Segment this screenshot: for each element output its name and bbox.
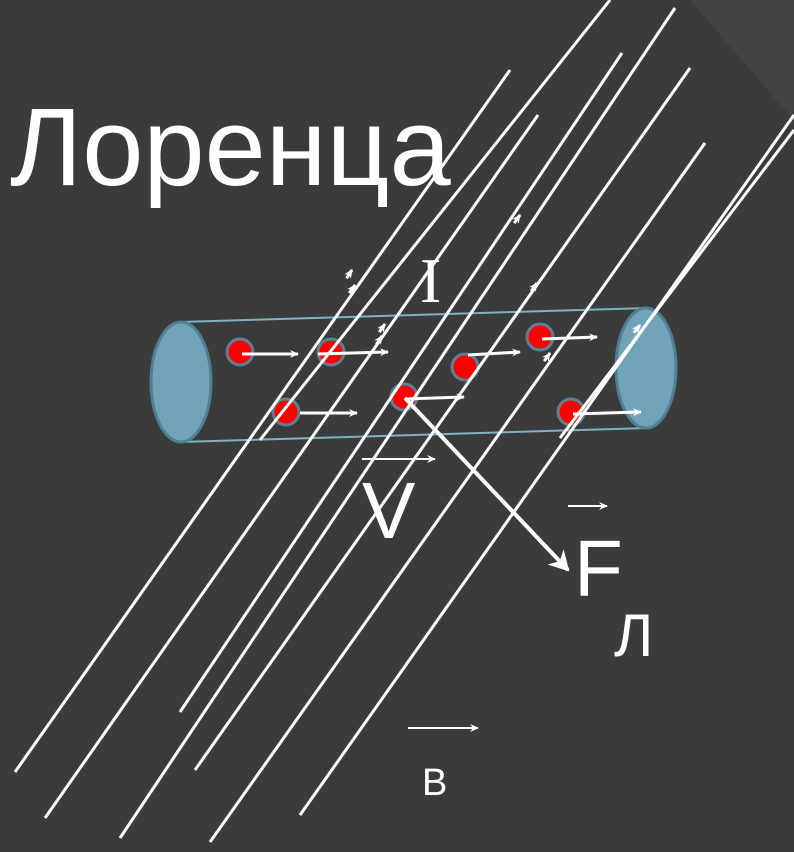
charge bbox=[271, 397, 301, 427]
velocity-arrow bbox=[317, 348, 389, 357]
field-line bbox=[178, 52, 624, 713]
field-line bbox=[558, 129, 794, 439]
field-label: B bbox=[422, 762, 447, 804]
conductor-left-end bbox=[149, 320, 213, 444]
velocity-arrow bbox=[404, 393, 465, 402]
conductor bbox=[149, 307, 648, 444]
field-line-arrow bbox=[377, 323, 387, 334]
velocity-arrow bbox=[467, 348, 521, 357]
field-line bbox=[298, 114, 794, 816]
velocity-arrow bbox=[572, 408, 642, 417]
force-label: F bbox=[574, 524, 623, 613]
force-arrow bbox=[403, 396, 570, 572]
charges bbox=[225, 322, 586, 427]
conductor-top-edge bbox=[179, 307, 648, 323]
magnetic-field-lines bbox=[13, 0, 794, 843]
conductor-bottom-edge bbox=[179, 427, 648, 443]
velocity-label: V bbox=[362, 466, 416, 555]
slide-title: Лоренца bbox=[10, 86, 451, 209]
corner-decoration bbox=[690, 0, 794, 120]
current-label: I bbox=[420, 245, 441, 316]
field-line-arrow bbox=[542, 352, 552, 363]
field-line bbox=[118, 7, 677, 839]
field-line-arrow bbox=[631, 324, 642, 334]
charge-velocity-arrows bbox=[242, 333, 642, 417]
field-line bbox=[43, 114, 540, 819]
field-line-arrow bbox=[347, 284, 357, 295]
field-line-arrow bbox=[512, 214, 522, 225]
field-line bbox=[13, 69, 512, 773]
field-line-arrow bbox=[344, 269, 354, 280]
field-line bbox=[208, 142, 707, 843]
field-line-arrow bbox=[529, 282, 539, 293]
field-line bbox=[258, 0, 612, 441]
force-subscript: Л bbox=[614, 602, 653, 669]
charge bbox=[525, 322, 555, 352]
field-line bbox=[193, 67, 692, 771]
charge bbox=[225, 337, 255, 367]
field-line-arrow bbox=[374, 335, 384, 346]
velocity-arrow bbox=[541, 333, 598, 342]
